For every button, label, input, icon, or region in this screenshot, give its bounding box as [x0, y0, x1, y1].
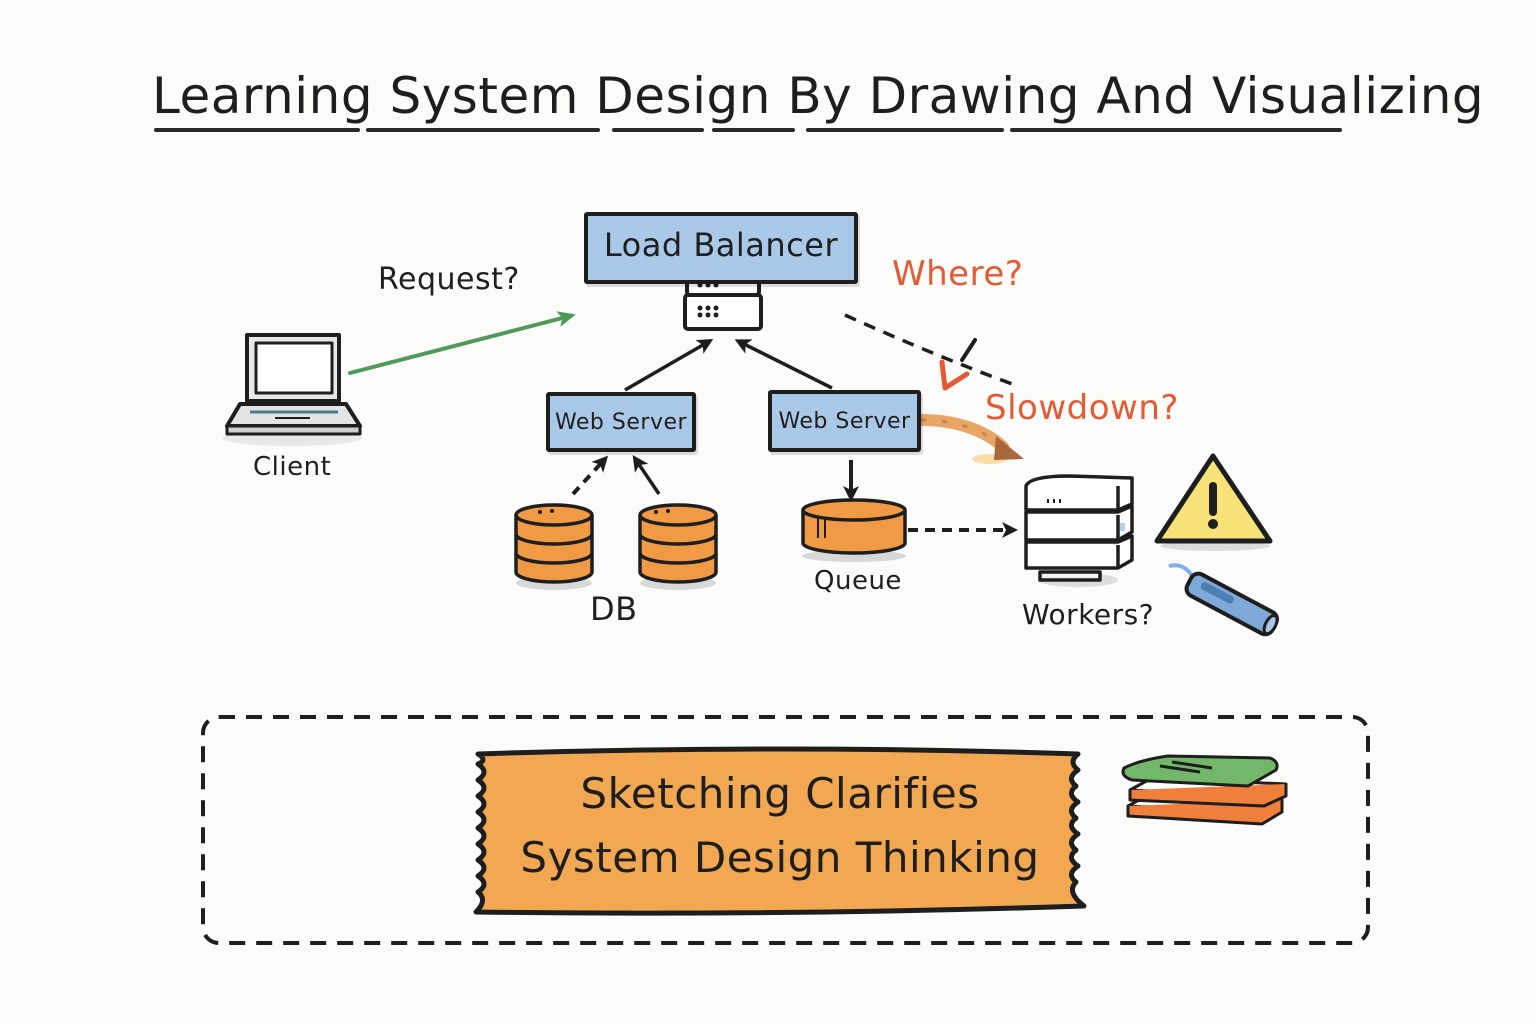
slowdown-annotation: Slowdown? — [985, 388, 1179, 428]
tape-banner — [473, 746, 1087, 916]
client-label: Client — [253, 452, 332, 482]
web-server-2-label: Web Server — [778, 408, 911, 434]
lb-to-workers-dashed-line — [844, 313, 1016, 387]
banner-line-1: Sketching Clarifies — [580, 769, 980, 818]
db2-to-ws1-arrow — [632, 455, 661, 495]
request-arrow — [348, 311, 576, 375]
web-server-1-label: Web Server — [554, 409, 688, 435]
slowdown-arrow — [916, 414, 1024, 464]
banner-line-2: System Design Thinking — [520, 833, 1040, 882]
db1-to-ws1-arrow — [571, 455, 609, 496]
check-mark-icon — [939, 359, 970, 391]
page-title: Learning System Design By Drawing And Vi… — [152, 67, 1485, 125]
marker-pen-icon — [1168, 563, 1279, 637]
warning-icon — [1154, 453, 1273, 551]
db-label: DB — [590, 590, 638, 628]
pen-tick-mark — [960, 338, 977, 362]
ws2-to-lb-arrow — [734, 339, 833, 390]
where-annotation: Where? — [892, 254, 1024, 294]
load-balancer-label: Load Balancer — [603, 226, 839, 264]
db-cylinder-1 — [514, 503, 594, 590]
banner-text: Sketching Clarifies System Design Thinki… — [480, 762, 1080, 890]
queue-cylinder — [801, 498, 907, 562]
ws1-to-lb-arrow — [624, 338, 714, 392]
db-cylinder-2 — [638, 503, 718, 590]
dashed-container — [201, 715, 1370, 945]
workers-label: Workers? — [1022, 598, 1155, 631]
workers-server-stack-icon — [1024, 474, 1134, 587]
web-server-2-box: Web Server — [768, 390, 921, 452]
queue-label: Queue — [814, 566, 902, 596]
laptop-icon — [222, 333, 362, 446]
load-balancer-box: Load Balancer — [584, 212, 858, 284]
request-annotation: Request? — [378, 262, 520, 297]
books-icon — [1121, 754, 1288, 826]
web-server-1-box: Web Server — [546, 392, 696, 452]
